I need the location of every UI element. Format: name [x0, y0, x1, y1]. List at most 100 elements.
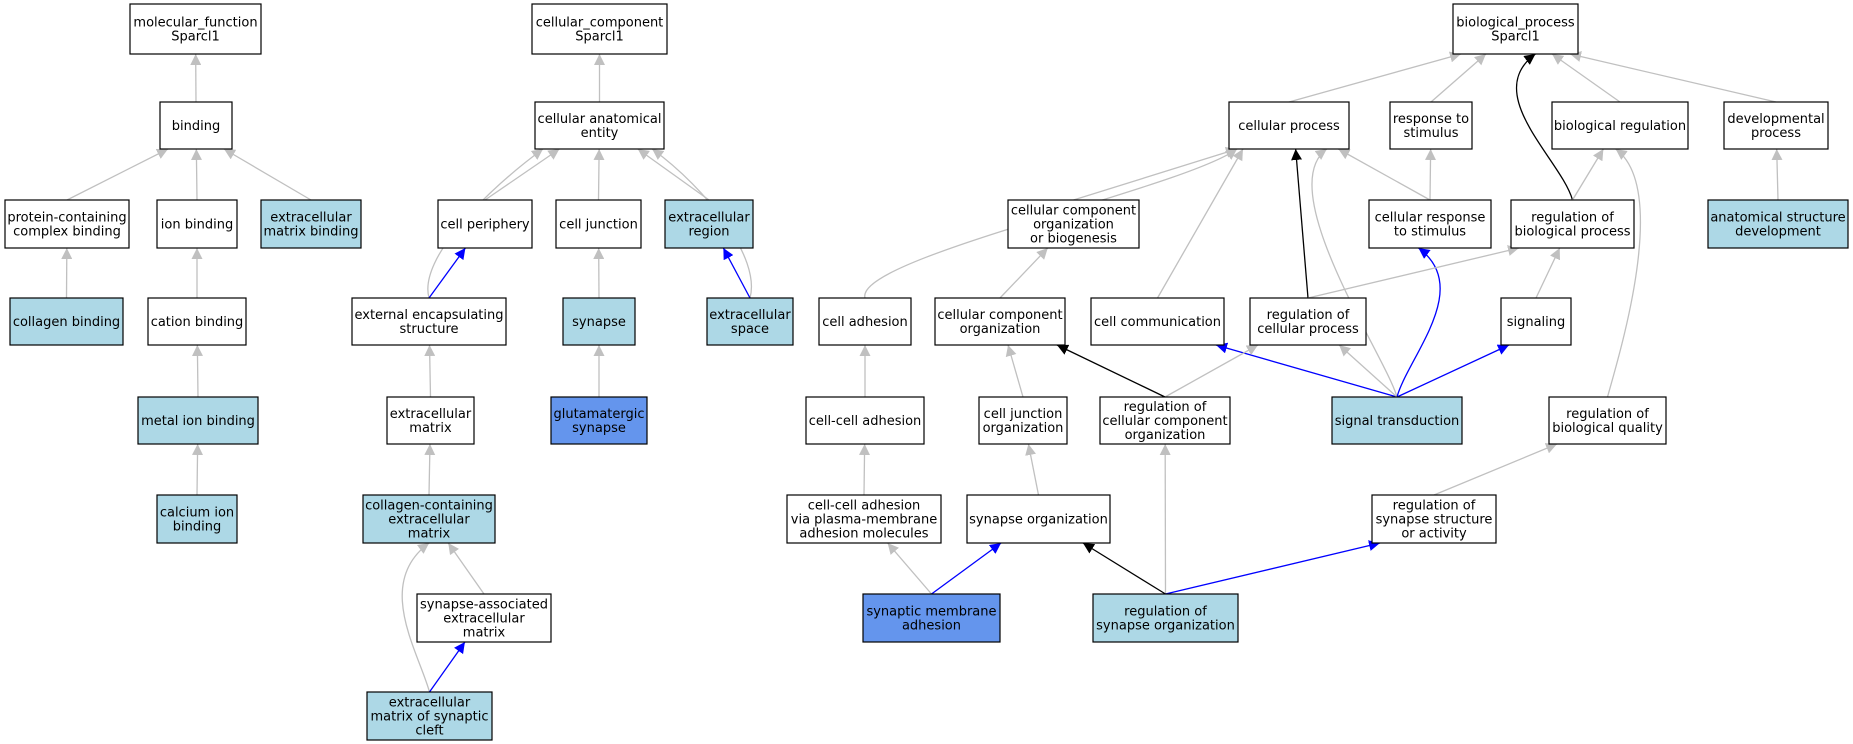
node-syn[interactable]: synapse [562, 297, 636, 346]
node-label: synapse structure [1376, 513, 1493, 528]
edge-rbq-to-breg [1606, 148, 1641, 398]
edge-saecm-to-ccecm [447, 542, 485, 595]
node-box [156, 199, 238, 249]
node-label: entity [581, 126, 619, 141]
node-label: biological process [1514, 225, 1630, 240]
node-label: cellular component [937, 308, 1062, 323]
node-label: cation binding [151, 315, 244, 330]
edge-st-to-cp [1311, 148, 1398, 398]
node-box [137, 396, 259, 445]
node-label: extracellular [389, 696, 471, 711]
node-label: Sparcl1 [1491, 30, 1540, 45]
node-catb[interactable]: cation binding [147, 297, 247, 346]
node-label: collagen-containing [365, 499, 493, 514]
edge-ionb-to-binding [190, 148, 202, 201]
edge-asd-to-devp [1771, 148, 1783, 201]
node-label: glutamatergic [553, 407, 644, 422]
edge-metb-to-catb [191, 344, 203, 398]
node-cadh[interactable]: cell adhesion [818, 297, 912, 346]
node-label: signal transduction [1335, 414, 1460, 429]
node-box [1510, 199, 1635, 249]
node-metb[interactable]: metal ion binding [137, 396, 259, 445]
node-label: cleft [415, 724, 443, 739]
node-label: cell communication [1094, 315, 1221, 330]
node-label: matrix [409, 421, 452, 436]
node-label: matrix [463, 626, 506, 641]
node-label: synapse [572, 315, 626, 330]
edge-pcb-to-binding [66, 148, 169, 201]
node-cjun[interactable]: cell junction [555, 199, 642, 249]
node-label: Sparcl1 [575, 30, 624, 45]
node-box [555, 199, 642, 249]
edge-rbp-to-breg [1571, 148, 1604, 201]
edge-sma-to-syno [931, 542, 1002, 595]
node-label: signaling [1507, 315, 1566, 330]
node-breg[interactable]: biological regulation [1551, 101, 1689, 150]
node-box [1368, 199, 1492, 249]
edge-ccecm-to-ecm [424, 443, 436, 496]
node-box [531, 3, 668, 55]
node-box [562, 297, 636, 346]
edge-ecm-to-ees [424, 344, 436, 398]
node-box [159, 101, 233, 150]
node-ccomm[interactable]: cell communication [1090, 297, 1225, 346]
node-label: matrix of synaptic [371, 710, 489, 725]
node-label: binding [173, 520, 221, 535]
node-binding[interactable]: binding [159, 101, 233, 150]
edge-sma-to-ccapm [887, 542, 932, 595]
node-label: stimulus [1403, 126, 1458, 141]
node-label: regulation of [1267, 308, 1350, 323]
node-ccadh[interactable]: cell-cell adhesion [805, 396, 925, 445]
node-box [1092, 593, 1239, 643]
node-cper[interactable]: cell periphery [437, 199, 533, 249]
edge-syno-to-cjo [1025, 443, 1040, 496]
node-box [156, 494, 238, 544]
node-ionb[interactable]: ion binding [156, 199, 238, 249]
node-label: extracellular [443, 612, 525, 627]
edge-cper-to-cae [484, 148, 560, 201]
node-label: to stimulus [1394, 225, 1466, 240]
node-label: regulation of [1124, 605, 1207, 620]
node-sig[interactable]: signaling [1500, 297, 1572, 346]
node-box [129, 3, 262, 55]
node-label: adhesion [902, 619, 961, 634]
node-label: biological regulation [1554, 119, 1686, 134]
node-cp[interactable]: cellular process [1228, 101, 1350, 150]
node-box [260, 199, 362, 249]
node-st[interactable]: signal transduction [1331, 396, 1463, 445]
node-colb[interactable]: collagen binding [9, 297, 124, 346]
node-box [366, 691, 493, 741]
node-syno[interactable]: synapse organization [966, 494, 1111, 544]
node-label: organization [960, 322, 1041, 337]
